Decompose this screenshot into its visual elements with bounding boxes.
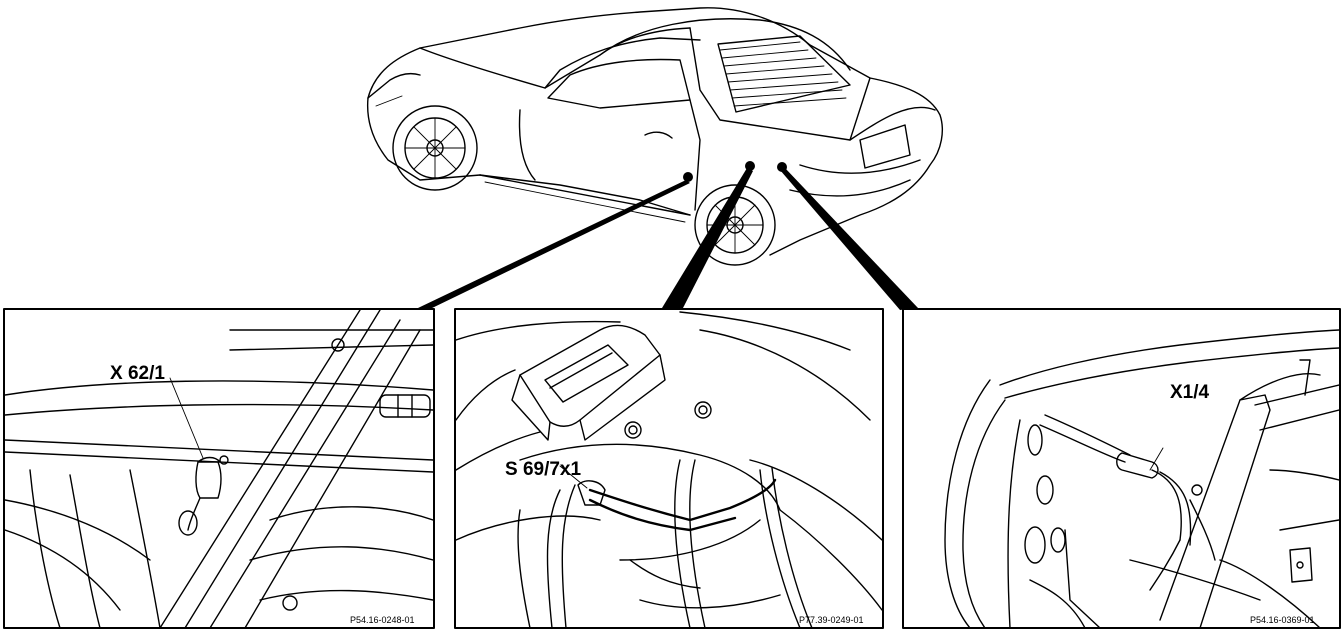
panel-left: X 62/1 P54.16-0248-01 (3, 308, 435, 629)
panel-right: X1/4 P54.16-0369-01 (902, 308, 1341, 629)
figure-ref-middle: P77.39-0249-01 (799, 615, 864, 625)
callout-label-right: X1/4 (1170, 382, 1210, 403)
leader-lines (418, 168, 918, 310)
callout-label-left: X 62/1 (110, 363, 165, 384)
figure-ref-right: P54.16-0369-01 (1250, 615, 1315, 625)
panel-middle: S 69/7x1 P77.39-0249-01 (454, 308, 884, 629)
callout-label-middle: S 69/7x1 (505, 459, 581, 480)
figure-ref-left: P54.16-0248-01 (350, 615, 415, 625)
car-overview (366, 7, 943, 266)
